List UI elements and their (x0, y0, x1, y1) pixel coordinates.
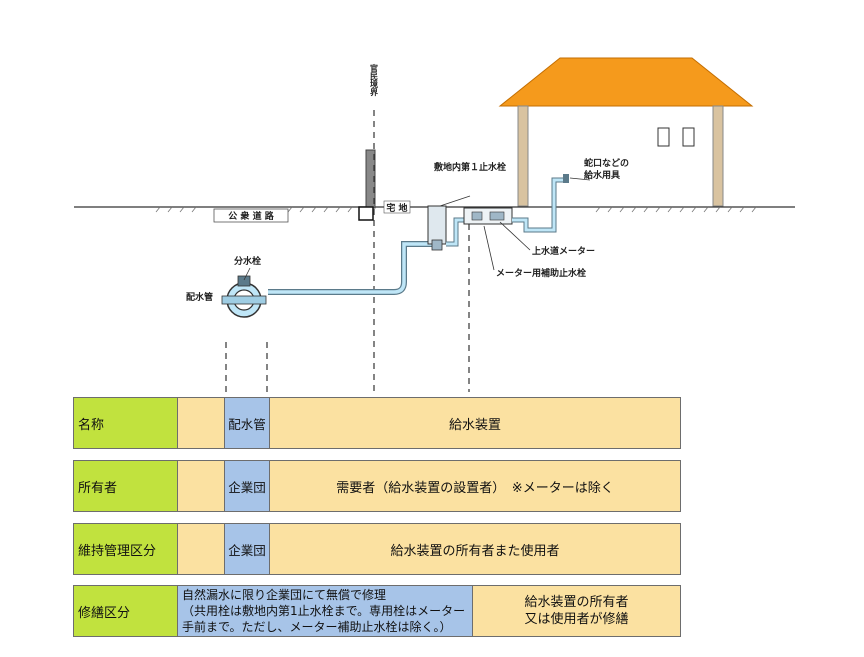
pipe-cell: 企業団 (225, 524, 270, 574)
table-row-repair: 修繕区分 自然漏水に限り企業団にて無償で修理 （共用栓は敷地内第1止水栓まで。専… (73, 585, 681, 637)
repair-owner-cell: 給水装置の所有者 又は使用者が修繕 (473, 586, 680, 636)
service-pipe (268, 241, 432, 295)
meter-label: 上水道メーター (532, 245, 595, 257)
table-row-owner: 所有者 企業団 需要者（給水装置の設置者） ※メーターは除く (73, 460, 681, 512)
stop-valve-label: 敷地内第１止水栓 (434, 161, 506, 173)
house (498, 57, 754, 207)
repair-left-line1: 自然漏水に限り企業団にて無償で修理 (182, 588, 387, 602)
fixture-label-line1: 蛇口などの (584, 157, 629, 169)
main-pipe-label: 配水管 (186, 291, 213, 303)
aux-valve-label: メーター用補助止水栓 (496, 267, 586, 279)
repair-right-line1: 給水装置の所有者 (524, 595, 629, 610)
table-row-name: 名称 配水管 給水装置 (73, 397, 681, 449)
water-supply-diagram: 官民境界 公 衆 道 路 宅 地 敷地内第１止水栓 蛇口などの 給水用具 上水道… (74, 57, 795, 392)
blank-cell (178, 461, 225, 511)
repair-left-line3: 手前まで。ただし、メーター補助止水栓は除く。） (182, 620, 452, 634)
meter-box (463, 207, 513, 225)
site-label: 宅 地 (386, 202, 407, 214)
blank-cell (178, 524, 225, 574)
row-label: 維持管理区分 (74, 524, 178, 574)
main-cell: 給水装置の所有者また使用者 (270, 524, 680, 574)
main-cell: 需要者（給水装置の設置者） ※メーターは除く (270, 461, 680, 511)
site-label-box (383, 200, 411, 214)
house-roof (498, 57, 754, 107)
repair-right-line2: 又は使用者が修繕 (524, 612, 629, 627)
svg-text:官民境界: 官民境界 (369, 63, 379, 97)
road-label-box (213, 208, 289, 223)
row-label: 修繕区分 (74, 586, 178, 636)
branch-valve-label: 分水栓 (234, 255, 261, 267)
faucet (563, 174, 569, 183)
house-window-right (682, 127, 695, 147)
road-label: 公 衆 道 路 (228, 210, 274, 222)
house-window-left (657, 127, 670, 147)
row-label: 所有者 (74, 461, 178, 511)
main-pipe (221, 275, 267, 318)
table-row-maintenance: 維持管理区分 企業団 給水装置の所有者また使用者 (73, 523, 681, 575)
main-cell: 給水装置 (270, 398, 680, 448)
boundary-gutter (358, 206, 374, 221)
house-right-post (712, 105, 724, 207)
pipe-cell: 配水管 (225, 398, 270, 448)
blank-cell (178, 398, 225, 448)
stop-valve-box (427, 205, 447, 245)
fixture-label-line2: 給水用具 (584, 169, 620, 181)
repair-left-line2: （共用栓は敷地内第1止水栓まで。専用栓はメーター (182, 604, 466, 618)
row-label: 名称 (74, 398, 178, 448)
house-left-post (517, 105, 529, 207)
ground-hatch (155, 206, 757, 213)
pipe-cell: 企業団 (225, 461, 270, 511)
repair-company-cell: 自然漏水に限り企業団にて無償で修理 （共用栓は敷地内第1止水栓まで。専用栓はメー… (178, 586, 473, 636)
boundary-label: 官民境界 (369, 63, 379, 97)
